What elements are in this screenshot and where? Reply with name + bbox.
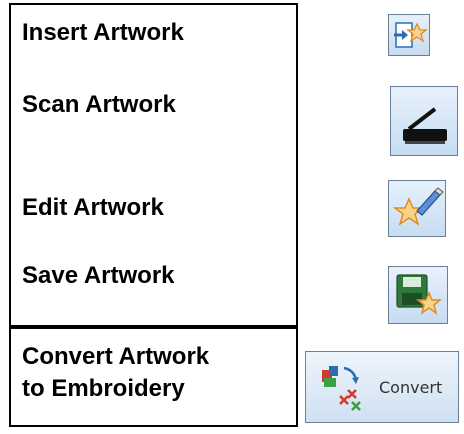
convert-artwork-label-line1: Convert Artwork (22, 343, 210, 370)
convert-artwork-label-line2: to Embroidery (22, 375, 185, 402)
convert-button[interactable]: Convert (305, 351, 459, 423)
insert-artwork-label: Insert Artwork (22, 19, 184, 46)
scan-artwork-button[interactable] (390, 86, 458, 156)
panel-divider (9, 325, 298, 329)
artwork-panel (9, 3, 298, 427)
save-artwork-icon (396, 274, 443, 315)
save-artwork-button[interactable] (388, 266, 448, 324)
insert-artwork-button[interactable] (388, 14, 430, 56)
edit-artwork-icon (392, 187, 444, 226)
edit-artwork-button[interactable] (388, 180, 446, 237)
edit-artwork-label: Edit Artwork (22, 194, 164, 221)
insert-artwork-icon (394, 22, 428, 48)
scan-artwork-icon (403, 107, 447, 144)
save-artwork-label: Save Artwork (22, 262, 175, 289)
convert-button-label: Convert (379, 378, 443, 397)
convert-icon (322, 366, 361, 411)
scan-artwork-label: Scan Artwork (22, 91, 176, 118)
